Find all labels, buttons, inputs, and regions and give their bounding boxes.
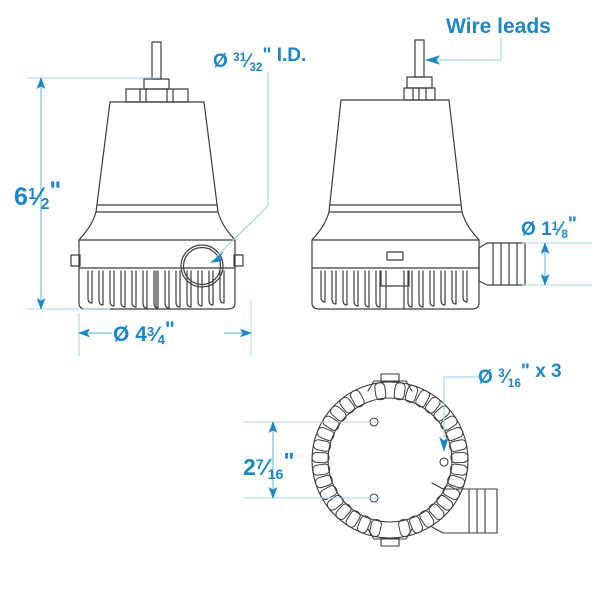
callout-mounting-holes-label: Ø 3⁄16" x 3 bbox=[478, 361, 562, 390]
dimension-height-label: 61⁄2" bbox=[14, 177, 61, 213]
callout-inlet-id: Ø 31⁄32" I.D. bbox=[210, 45, 306, 263]
hose-barb-outlet-side-view bbox=[478, 242, 526, 286]
strainer-base-front-view bbox=[70, 239, 244, 310]
port-circle-front-view bbox=[180, 244, 224, 288]
dimension-outlet-diameter: Ø 11⁄8" bbox=[521, 214, 592, 286]
callout-wire-leads-label: Wire leads bbox=[446, 15, 551, 38]
strainer-base-side-view bbox=[311, 239, 480, 310]
wire-lead-stub-front-view bbox=[125, 41, 189, 103]
strainer-slots-bottom-view bbox=[311, 382, 469, 537]
dimension-height: 61⁄2" bbox=[14, 77, 160, 310]
mounting-hole-bottom-view bbox=[439, 457, 449, 467]
callout-wire-leads: Wire leads bbox=[425, 15, 551, 65]
front-view bbox=[70, 41, 244, 310]
side-view bbox=[311, 39, 526, 310]
wire-lead-stub-side-view bbox=[403, 39, 436, 101]
mounting-tab-bottom bbox=[367, 528, 413, 547]
dimension-hole-spacing-label: 27⁄16" bbox=[243, 448, 294, 483]
motor-housing-side-view bbox=[311, 99, 480, 241]
strainer-inner-ring bbox=[327, 397, 453, 523]
mounting-tab-top bbox=[367, 373, 413, 392]
strainer-slots-front-view bbox=[87, 270, 225, 309]
callout-inlet-id-label: Ø 31⁄32" I.D. bbox=[213, 45, 306, 74]
callout-mounting-holes: Ø 3⁄16" x 3 bbox=[439, 361, 562, 452]
motor-housing-front-view bbox=[78, 101, 236, 241]
dimension-base-diameter: Ø 43⁄4" bbox=[78, 300, 252, 356]
strainer-slots-side-view bbox=[320, 270, 468, 308]
bottom-view bbox=[311, 373, 498, 547]
hose-barb-outlet-bottom-view bbox=[431, 482, 498, 534]
dimension-outlet-diameter-label: Ø 11⁄8" bbox=[521, 214, 577, 241]
